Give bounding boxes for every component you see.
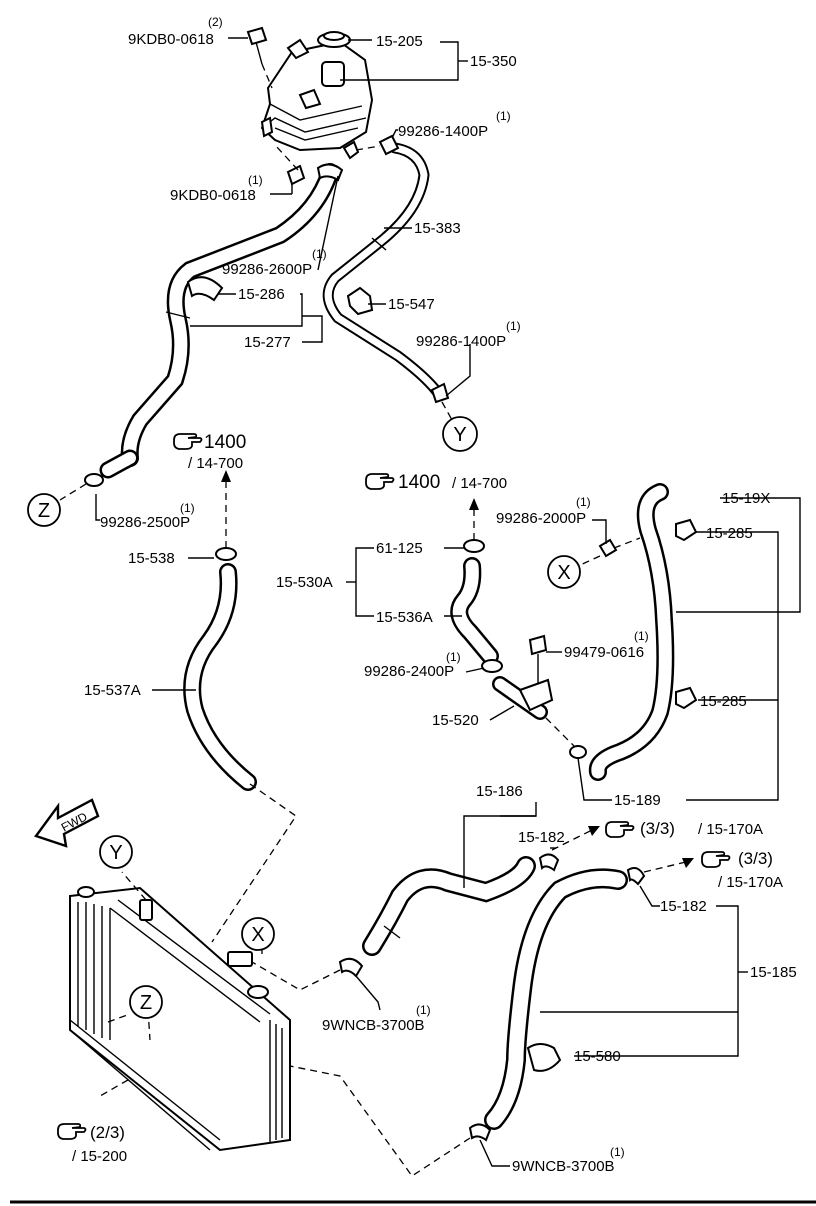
leader-lines: [95, 39, 801, 1167]
clamp-2500-qty: (1): [180, 501, 195, 515]
clamp-182-a-label: 15-182: [518, 829, 565, 846]
marker-x-right: X: [547, 555, 581, 589]
marker-x-radiator: X: [241, 917, 275, 951]
clip-547-label: 15-547: [388, 296, 435, 313]
clamp-3700-a-label: 9WNCB-3700B: [322, 1017, 425, 1034]
reference-hand-icon: [605, 821, 635, 838]
reference-hand-icon: [173, 433, 203, 450]
hose-19x-label: 15-19X: [722, 490, 770, 507]
reference-hand-icon: [701, 851, 731, 868]
hose-530a-label: 15-530A: [276, 574, 333, 591]
ref-1400-a-label: 1400: [204, 432, 246, 453]
bolt-low-label: 9KDB0-0618: [170, 187, 256, 204]
clamp-tank-label: 99286-1400P: [398, 123, 488, 140]
svg-text:X: X: [557, 562, 570, 584]
clip-580-label: 15-580: [574, 1048, 621, 1065]
clamp-tank-qty: (1): [496, 109, 511, 123]
clamp-2000-label: 99286-2000P: [496, 510, 586, 527]
clamp-2400-qty: (1): [446, 650, 461, 664]
bolt-top: [228, 26, 273, 89]
ref-1400-b-sub: / 14-700: [452, 475, 507, 492]
ref-33-b-label: (3/3): [738, 849, 773, 868]
clamp-538-label: 15-538: [128, 550, 175, 567]
reservoir-tank: [260, 31, 374, 160]
pipe-520-label: 15-520: [432, 712, 479, 729]
ref-33-a-label: (3/3): [640, 819, 675, 838]
svg-text:Y: Y: [453, 424, 466, 446]
cap-label: 15-205: [376, 33, 423, 50]
hose-overflow: [322, 134, 453, 421]
ref-23-sub: / 15-200: [72, 1148, 127, 1165]
ref-33-b-sub: / 15-170A: [718, 874, 783, 891]
hose-185-label: 15-185: [750, 964, 797, 981]
clamp-285-a-label: 15-285: [706, 525, 753, 542]
clamp-182-b-label: 15-182: [660, 898, 707, 915]
reference-hand-icon: [365, 473, 395, 490]
clamp-2600-qty: (1): [312, 247, 327, 261]
hose-189-label: 15-189: [614, 792, 661, 809]
hose-536a-label: 15-536A: [376, 609, 433, 626]
clamp-1400-low-label: 99286-1400P: [416, 333, 506, 350]
bolt-lower: [270, 145, 306, 195]
bolt-top-label: 9KDB0-0618: [128, 31, 214, 48]
hose-overflow-label: 15-383: [414, 220, 461, 237]
marker-z-radiator: Z: [129, 985, 163, 1019]
radiator: [69, 871, 291, 1152]
clamp-2400-label: 99286-2400P: [364, 663, 454, 680]
hose-537a: [183, 470, 297, 943]
hose-277: [59, 163, 344, 501]
svg-text:Z: Z: [38, 500, 50, 522]
bolt-99479-qty: (1): [634, 629, 649, 643]
svg-text:X: X: [251, 924, 264, 946]
hose-537a-label: 15-537A: [84, 682, 141, 699]
clamp-2500-label: 99286-2500P: [100, 514, 190, 531]
marker-y-radiator: Y: [99, 835, 133, 869]
hose-189: [577, 483, 698, 781]
hose-277-label: 15-277: [244, 334, 291, 351]
ref-1400-a-sub: / 14-700: [188, 455, 243, 472]
hose-186-label: 15-186: [476, 783, 523, 800]
hose-536a: [450, 498, 587, 759]
clamp-61125-label: 61-125: [376, 540, 423, 557]
marker-y-top: Y: [442, 416, 478, 452]
clamp-3700-b-label: 9WNCB-3700B: [512, 1158, 615, 1175]
clamp-2000-qty: (1): [576, 495, 591, 509]
bolt-low-qty: (1): [248, 173, 263, 187]
svg-text:Z: Z: [140, 992, 152, 1014]
clamp-1400-low-qty: (1): [506, 319, 521, 333]
marker-z-left: Z: [27, 493, 61, 527]
clamp-285-b-label: 15-285: [700, 693, 747, 710]
clamp-3700-a-qty: (1): [416, 1003, 431, 1017]
tank-assy-label: 15-350: [470, 53, 517, 70]
fwd-arrow-icon: FWD: [34, 798, 100, 848]
clamp-2600-label: 99286-2600P: [222, 261, 312, 278]
clamp-3700-b-qty: (1): [610, 1145, 625, 1159]
svg-text:Y: Y: [109, 842, 122, 864]
hose-185: [289, 858, 694, 1177]
ref-1400-b-label: 1400: [398, 472, 440, 493]
bolt-top-qty: (2): [208, 15, 223, 29]
ref-33-a-sub: / 15-170A: [698, 821, 763, 838]
reference-hand-icon: [57, 1123, 87, 1140]
clip-286-label: 15-286: [238, 286, 285, 303]
ref-23-label: (2/3): [90, 1123, 125, 1142]
bolt-99479-label: 99479-0616: [564, 644, 644, 661]
hose-186: [251, 826, 600, 991]
